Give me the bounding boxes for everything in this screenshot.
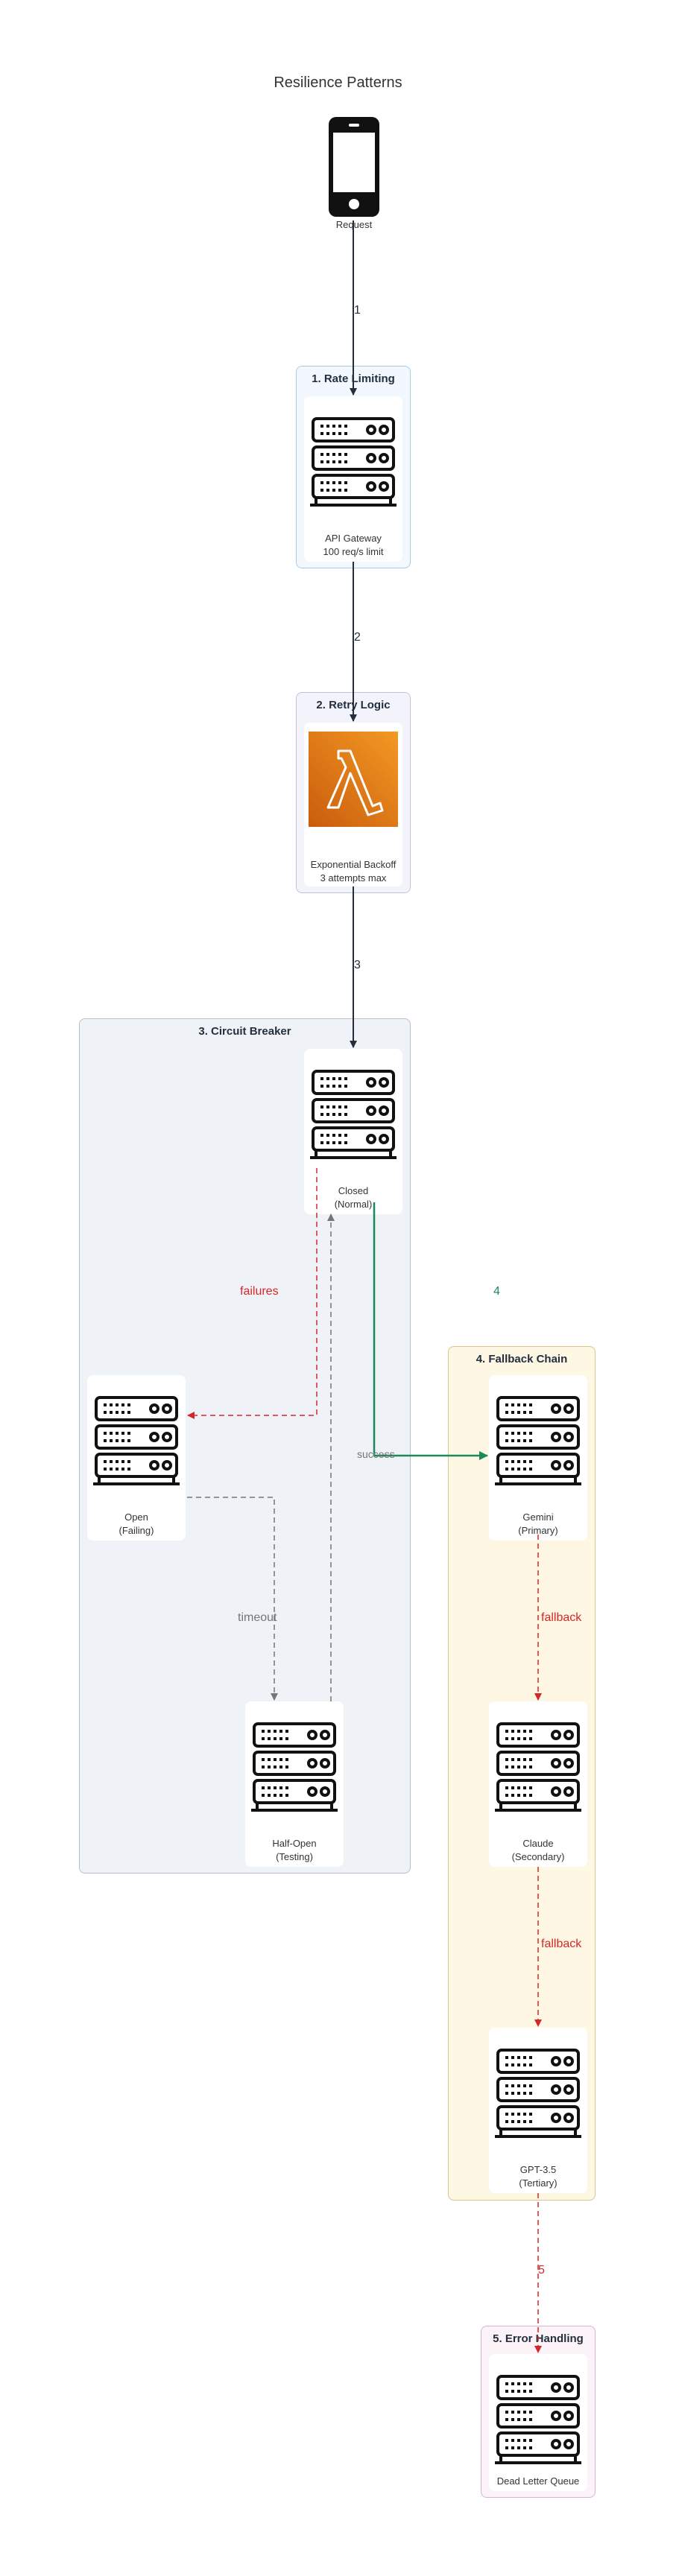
node-label: Claude (Secondary) — [474, 1837, 602, 1864]
group-label-circuit-breaker: 3. Circuit Breaker — [198, 1025, 291, 1038]
node-title: Gemini — [522, 1511, 554, 1523]
node-label: API Gateway 100 req/s limit — [289, 532, 417, 559]
edge-label-failures: failures — [240, 1285, 279, 1298]
node-title: GPT-3.5 — [519, 2164, 557, 2175]
node-subtitle: (Secondary) — [511, 1851, 565, 1862]
group-label-fallback-chain: 4. Fallback Chain — [476, 1353, 568, 1365]
edge-label-success: success — [357, 1448, 395, 1460]
node-label: Open (Failing) — [72, 1511, 200, 1538]
node-label: GPT-3.5 (Tertiary) — [474, 2163, 602, 2190]
node-subtitle: (Primary) — [518, 1525, 558, 1536]
node-title: Closed — [338, 1185, 369, 1196]
node-label: Gemini (Primary) — [474, 1511, 602, 1538]
node-subtitle: 100 req/s limit — [323, 546, 384, 557]
node-exponential-backoff: Exponential Backoff 3 attempts max — [304, 723, 402, 886]
edge-label-step5: 5 — [538, 2264, 545, 2277]
node-subtitle: (Failing) — [119, 1525, 154, 1536]
edge-label-step2: 2 — [354, 631, 361, 644]
node-label: Dead Letter Queue — [474, 2475, 602, 2488]
edge-open-to-halfopen-timeout — [187, 1497, 278, 1701]
node-title: Half-Open — [272, 1838, 317, 1849]
node-open: Open (Failing) — [87, 1375, 186, 1541]
mobile-phone-icon — [329, 117, 379, 217]
node-label: Closed (Normal) — [289, 1184, 417, 1211]
node-title: Exponential Backoff — [310, 859, 397, 870]
edge-label-timeout: timeout — [238, 1611, 277, 1624]
node-subtitle: (Tertiary) — [519, 2177, 557, 2189]
node-dead-letter-queue: Dead Letter Queue — [489, 2354, 587, 2491]
edge-label-step3: 3 — [354, 959, 361, 971]
edge-label-fallback-1: fallback — [541, 1611, 582, 1624]
edge-label-fallback-2: fallback — [541, 1938, 582, 1950]
node-title: API Gateway — [325, 533, 382, 544]
diagram-title: Resilience Patterns — [274, 74, 402, 91]
node-label: Half-Open (Testing) — [230, 1837, 358, 1864]
node-label: Exponential Backoff 3 attempts max — [289, 858, 417, 885]
node-claude: Claude (Secondary) — [489, 1701, 587, 1867]
node-title: Claude — [522, 1838, 554, 1849]
node-title: Dead Letter Queue — [496, 2475, 580, 2487]
node-api-gateway: API Gateway 100 req/s limit — [304, 396, 402, 562]
node-subtitle: (Testing) — [276, 1851, 313, 1862]
node-half-open: Half-Open (Testing) — [245, 1701, 344, 1867]
node-title: Open — [124, 1511, 148, 1523]
node-subtitle: (Normal) — [334, 1199, 373, 1210]
node-closed: Closed (Normal) — [304, 1049, 402, 1214]
edge-label-step4: 4 — [493, 1285, 500, 1298]
edge-label-step1: 1 — [354, 304, 361, 317]
aws-lambda-icon — [309, 732, 398, 827]
node-subtitle: 3 attempts max — [320, 872, 387, 883]
edge-closed-to-open-failures — [187, 1168, 318, 1419]
node-gpt-35: GPT-3.5 (Tertiary) — [489, 2028, 587, 2193]
edge-closed-to-gemini-success — [373, 1202, 488, 1460]
node-gemini: Gemini (Primary) — [489, 1375, 587, 1541]
